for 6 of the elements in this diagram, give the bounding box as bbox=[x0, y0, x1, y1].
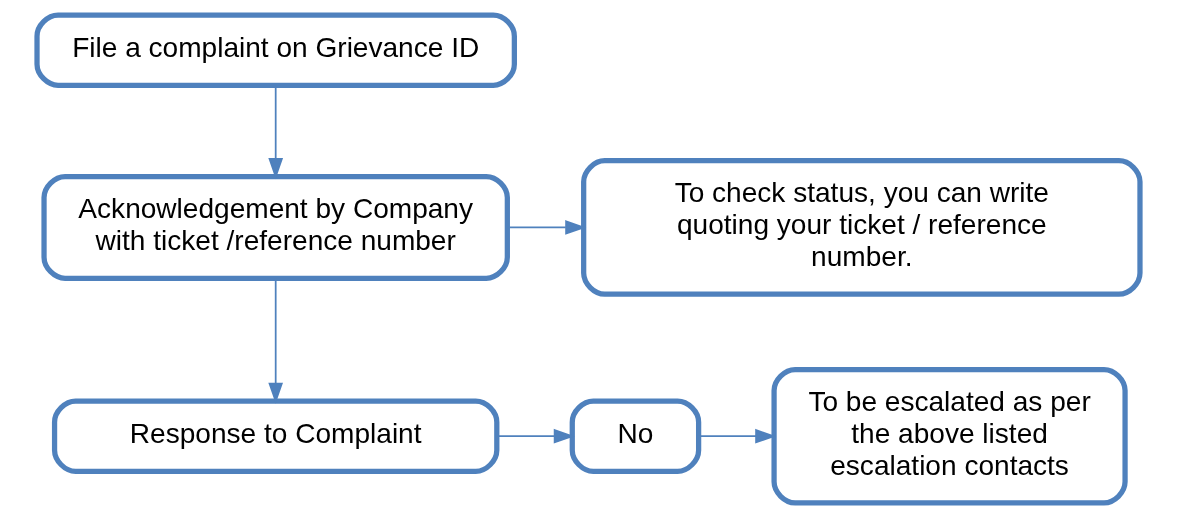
node-box: Acknowledgement by Company with ticket /reference number bbox=[41, 173, 510, 281]
node-box: To be escalated as per the above listed escalation contacts bbox=[771, 366, 1128, 506]
node-box: Response to Complaint bbox=[51, 398, 500, 474]
node-box: File a complaint on Grievance ID bbox=[34, 12, 517, 88]
node-box: No bbox=[569, 398, 702, 474]
node-box: To check status, you can write quoting your ticket / reference number. bbox=[581, 158, 1143, 297]
